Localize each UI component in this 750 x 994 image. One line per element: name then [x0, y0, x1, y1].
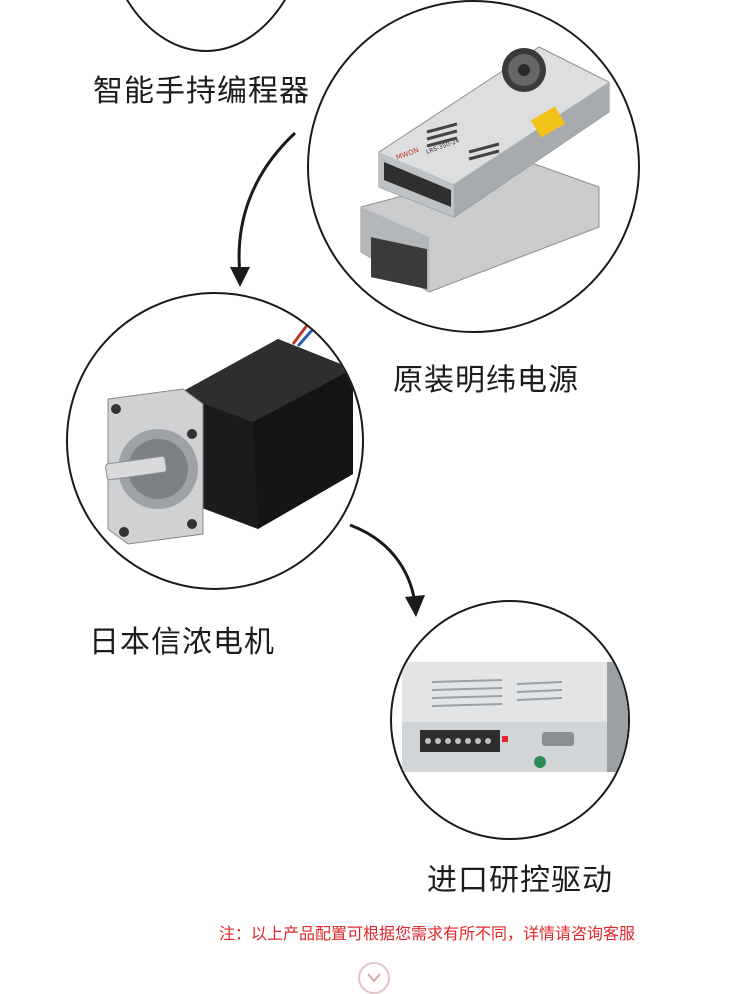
chevron-down-icon [367, 973, 381, 983]
motor-label: 日本信浓电机 [89, 625, 275, 660]
motor-image-circle [66, 292, 364, 590]
power-supply-image-circle: MWON LRS-350-24 [307, 0, 640, 333]
driver-photo [402, 662, 628, 772]
arrow-motor-to-driver-icon [349, 523, 425, 617]
arrow-programmer-to-motor-icon [230, 131, 297, 287]
power-supply-photo: MWON LRS-350-24 [360, 46, 610, 293]
driver-label: 进口研控驱动 [427, 863, 613, 898]
scroll-down-button[interactable] [358, 962, 390, 994]
programmer-label: 智能手持编程器 [93, 74, 310, 109]
programmer-image-circle [100, 0, 312, 52]
power-supply-label: 原装明纬电源 [393, 363, 579, 398]
configuration-note: 注：以上产品配置可根据您需求有所不同，详情请咨询客服 [219, 924, 636, 943]
motor-photo [105, 323, 353, 545]
driver-image-circle [390, 600, 630, 840]
